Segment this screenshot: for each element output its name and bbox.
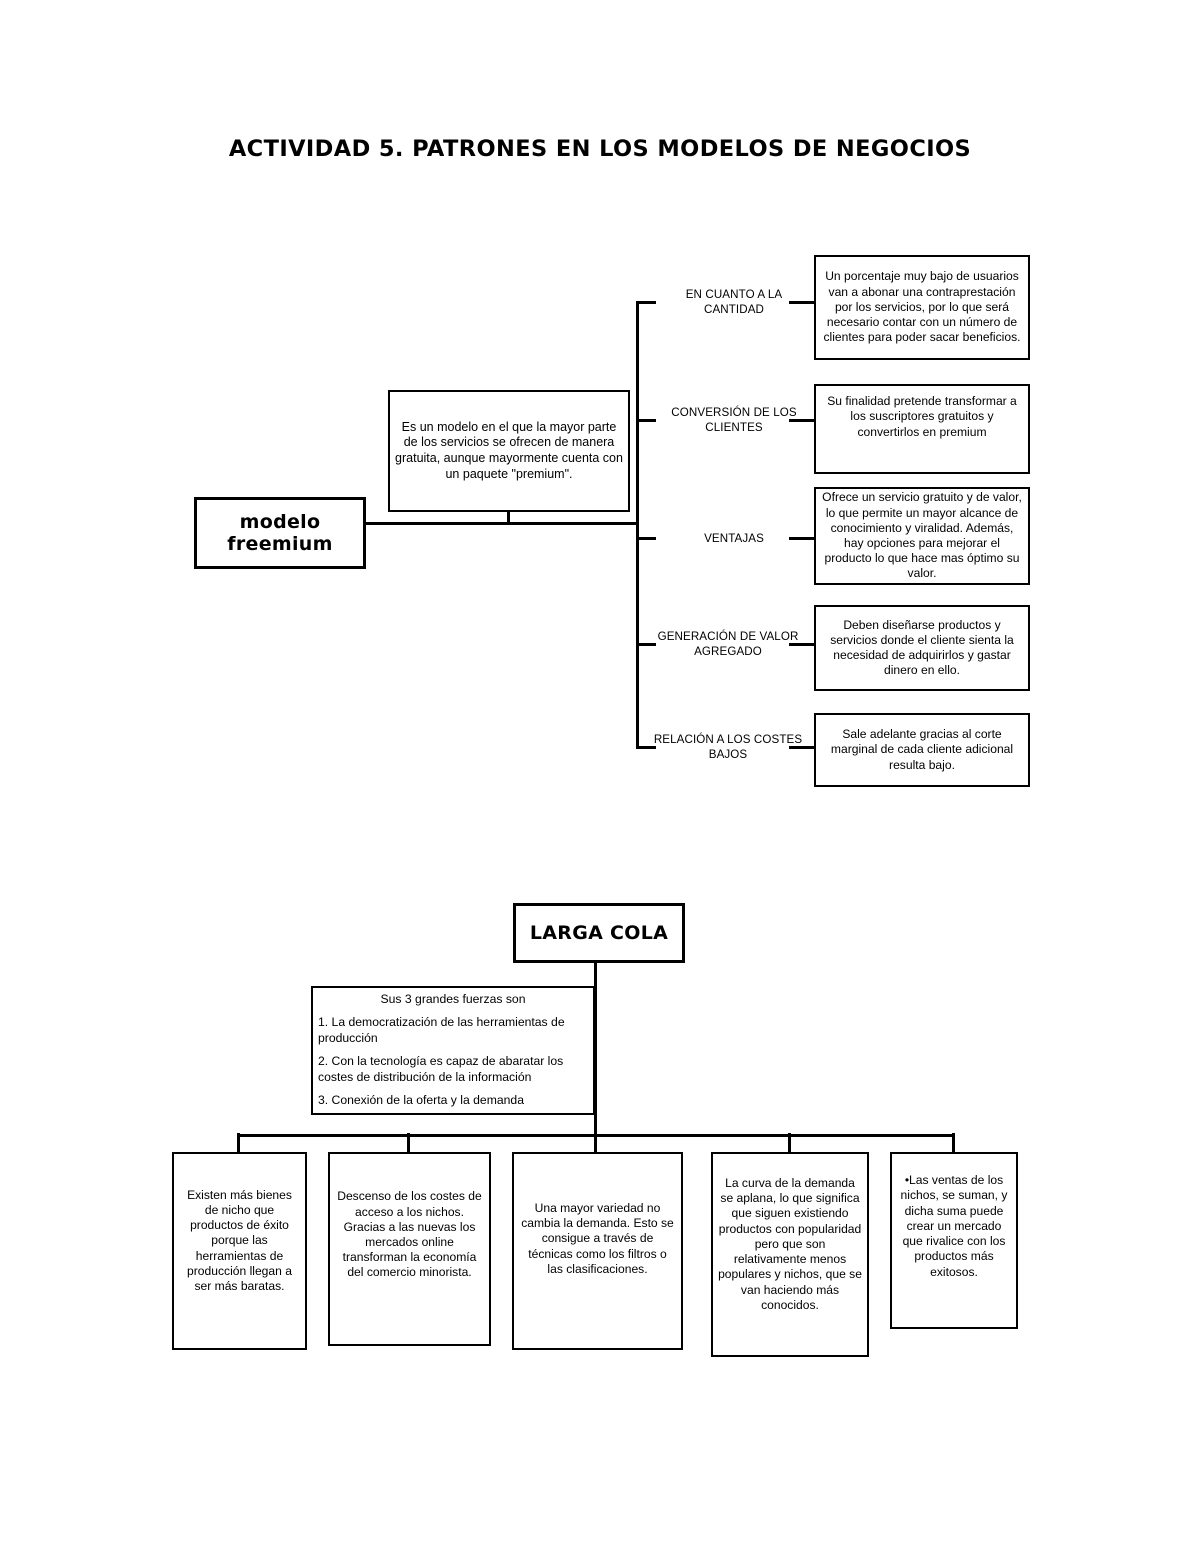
node-leaf-2: Descenso de los costes de acceso a los n… — [328, 1152, 491, 1346]
node-leaf-5: •Las ventas de los nichos, se suman, y d… — [890, 1152, 1018, 1329]
tres-fuerzas-item-1: 1. La democratización de las herramienta… — [318, 1015, 565, 1046]
node-larga-cola-label: LARGA COLA — [529, 922, 669, 944]
branch-label-ventajas: VENTAJAS — [704, 532, 764, 545]
node-freemium-description-text: Es un modelo en el que la mayor parte de… — [395, 419, 623, 481]
connector-branch-3-stub — [636, 537, 656, 540]
page-title: ACTIVIDAD 5. PATRONES EN LOS MODELOS DE … — [228, 136, 972, 162]
connector-larga-cola-vertical — [594, 962, 598, 1135]
tres-fuerzas-item-2: 2. Con la tecnología es capaz de abarata… — [318, 1054, 564, 1084]
connector-drop-leaf-5 — [952, 1133, 956, 1155]
node-branch-5-text: Sale adelante gracias al corte marginal … — [830, 727, 1014, 772]
connector-drop-leaf-2 — [407, 1133, 411, 1155]
node-branch-3-content: Ofrece un servicio gratuito y de valor, … — [814, 487, 1030, 585]
connector-branch-1-stub — [636, 301, 656, 304]
node-larga-cola: LARGA COLA — [513, 903, 685, 963]
connector-branch-2-to-box — [789, 419, 816, 422]
node-leaf-4-text: La curva de la demanda se aplana, lo que… — [718, 1175, 862, 1312]
node-branch-2-text: Su finalidad pretende transformar a los … — [827, 394, 1017, 439]
tres-fuerzas-heading: Sus 3 grandes fuerzas son — [380, 992, 526, 1007]
node-tres-fuerzas: Sus 3 grandes fuerzas son 1. La democrat… — [311, 986, 595, 1115]
node-modelo-freemium: modelo freemium — [194, 497, 366, 569]
node-leaf-3: Una mayor variedad no cambia la demanda.… — [512, 1152, 683, 1350]
node-branch-2-content: Su finalidad pretende transformar a los … — [814, 384, 1030, 474]
connector-drop-leaf-3 — [594, 1133, 598, 1155]
connector-branch-5-stub — [636, 746, 656, 749]
node-branch-1-content: Un porcentaje muy bajo de usuarios van a… — [814, 255, 1030, 360]
connector-description-stub — [507, 511, 510, 523]
connector-root-horizontal — [366, 521, 639, 525]
connector-branch-4-stub — [636, 643, 656, 646]
node-leaf-4: La curva de la demanda se aplana, lo que… — [711, 1152, 869, 1357]
node-freemium-description: Es un modelo en el que la mayor parte de… — [388, 390, 630, 512]
node-branch-4-content: Deben diseñarse productos y servicios do… — [814, 605, 1030, 691]
connector-branch-2-stub — [636, 419, 656, 422]
node-branch-5-content: Sale adelante gracias al corte marginal … — [814, 713, 1030, 787]
branch-label-cantidad: EN CUANTO A LA CANTIDAD — [685, 288, 783, 317]
connector-branch-4-to-box — [789, 643, 816, 646]
connector-drop-leaf-4 — [788, 1133, 792, 1155]
node-leaf-5-text: •Las ventas de los nichos, se suman, y d… — [900, 1173, 1008, 1279]
node-leaf-2-text: Descenso de los costes de acceso a los n… — [337, 1189, 482, 1280]
node-modelo-freemium-label: modelo freemium — [227, 511, 333, 555]
node-leaf-1-text: Existen más bienes de nicho que producto… — [187, 1187, 292, 1294]
connector-branch-5-to-box — [789, 746, 816, 749]
node-tres-fuerzas-content: Sus 3 grandes fuerzas son 1. La democrat… — [313, 992, 593, 1108]
connector-trunk-vertical — [636, 302, 640, 749]
branch-label-costes-bajos: RELACIÓN A LOS COSTES BAJOS — [653, 733, 803, 762]
node-leaf-1: Existen más bienes de nicho que producto… — [172, 1152, 307, 1350]
node-branch-1-text: Un porcentaje muy bajo de usuarios van a… — [823, 269, 1021, 345]
node-branch-4-text: Deben diseñarse productos y servicios do… — [830, 617, 1014, 678]
connector-branch-1-to-box — [789, 301, 816, 304]
connector-drop-leaf-1 — [237, 1133, 241, 1155]
connector-branch-3-to-box — [789, 537, 816, 540]
branch-label-valor-agregado: GENERACIÓN DE VALOR AGREGADO — [657, 630, 799, 659]
branch-label-conversion: CONVERSIÓN DE LOS CLIENTES — [671, 406, 797, 435]
node-leaf-3-text: Una mayor variedad no cambia la demanda.… — [521, 1200, 674, 1276]
tres-fuerzas-item-3: 3. Conexión de la oferta y la demanda — [318, 1092, 524, 1107]
node-branch-3-text: Ofrece un servicio gratuito y de valor, … — [822, 490, 1022, 581]
